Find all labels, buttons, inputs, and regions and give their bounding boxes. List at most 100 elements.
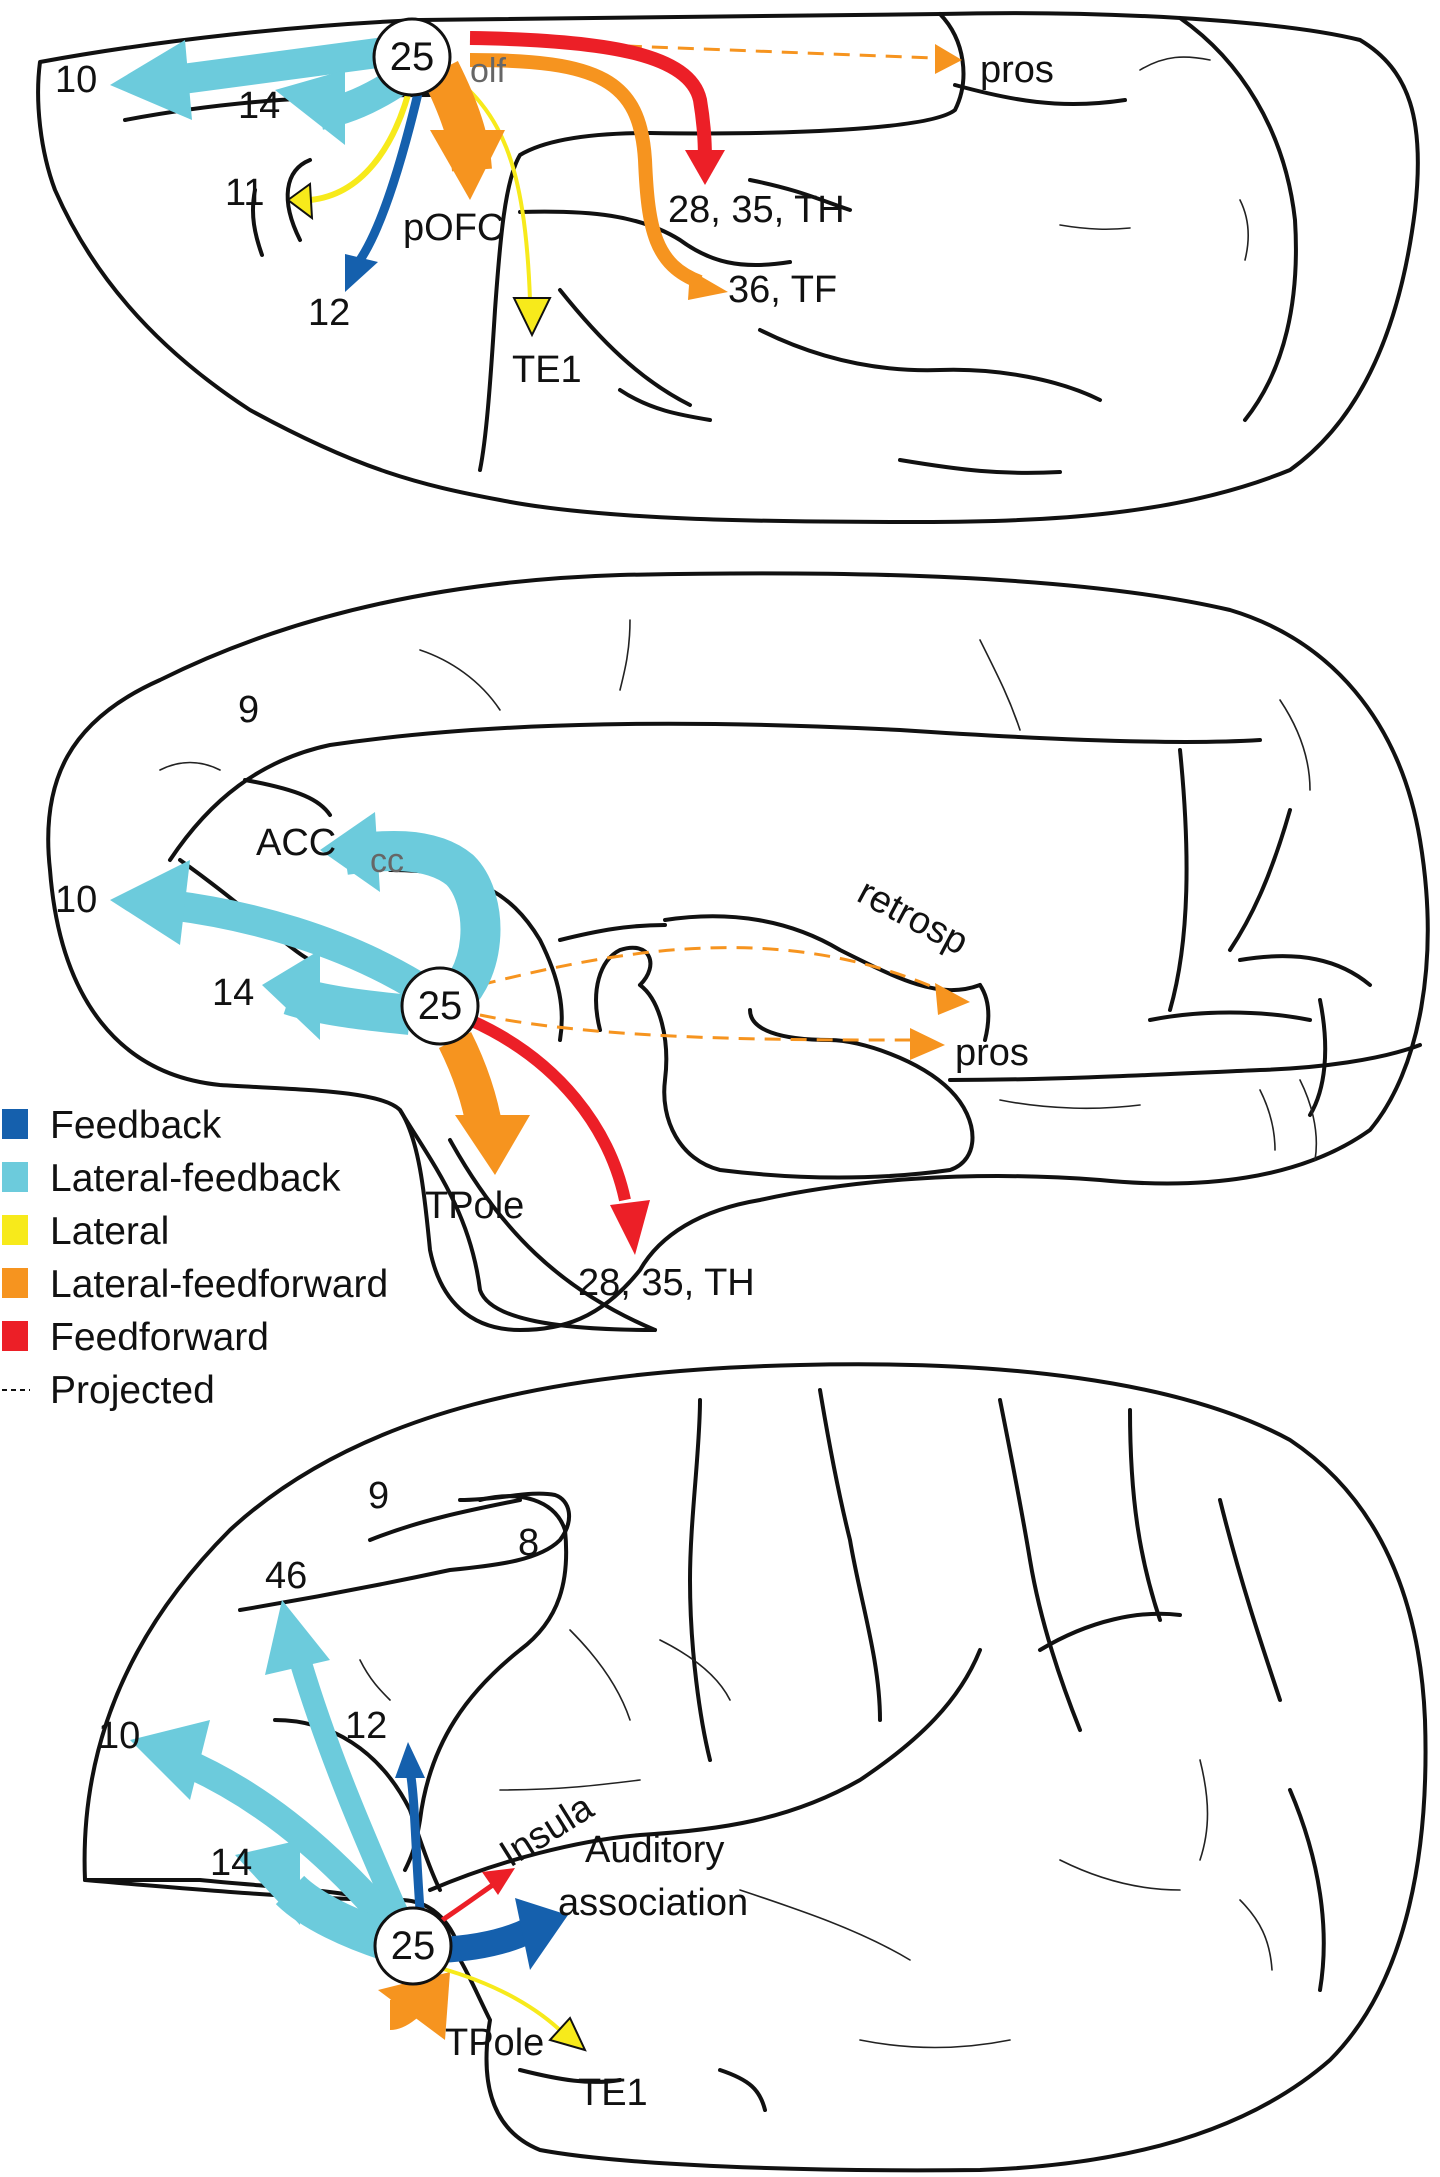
legend-item: Projected <box>2 1369 215 1412</box>
ventral-arrowhead-tf <box>688 270 728 300</box>
medial-arrowhead-pros <box>910 1028 945 1060</box>
medial-node-25: 25 <box>400 966 480 1046</box>
ventral-arrowhead-pros <box>935 44 962 74</box>
ventral-arrow-10 <box>173 37 387 95</box>
ventral-arrowhead-pofc <box>430 130 505 200</box>
lateral-arrow-insula <box>433 1877 502 1928</box>
ventral-arrowhead-te1 <box>512 297 552 338</box>
lateral-arrow-46 <box>289 1656 416 1935</box>
lateral-view: 25 9 8 46 10 12 14 Insula Auditory assoc… <box>82 1362 1428 2173</box>
medial-label-pros: pros <box>955 1032 1029 1074</box>
medial-arrow-acc <box>342 830 501 1028</box>
legend-label: Lateral <box>50 1210 169 1253</box>
legend-label: Projected <box>50 1369 215 1412</box>
lateral-arrowhead-10 <box>130 1720 210 1800</box>
medial-arrow-pros <box>479 1013 911 1042</box>
medial-arrowhead-acc <box>320 812 380 892</box>
legend-label: Feedforward <box>50 1316 269 1359</box>
lateral-label-8: 8 <box>518 1522 539 1564</box>
svg-text:25: 25 <box>390 35 435 79</box>
legend-swatch <box>2 1109 28 1139</box>
medial-label-9: 9 <box>238 689 259 731</box>
ventral-label-pros: pros <box>980 49 1054 91</box>
medial-view: 25 9 ACC cc 10 14 retrosp pros TPole 28,… <box>46 571 1430 1332</box>
medial-label-ent: 28, 35, TH <box>578 1262 755 1304</box>
ventral-brain-outline <box>36 11 1420 524</box>
medial-arrowhead-ent <box>610 1200 650 1255</box>
legend-swatch <box>2 1268 28 1298</box>
medial-arrow-retrosp <box>479 946 941 992</box>
ventral-arrows <box>110 31 962 338</box>
lateral-arrowhead-te1 <box>548 2016 587 2052</box>
ventral-arrowhead-14 <box>275 70 345 145</box>
ventral-arrow-tf <box>469 53 703 289</box>
ventral-arrow-11 <box>309 79 415 203</box>
ventral-label-olf: olf <box>470 52 506 90</box>
legend-swatch <box>2 1321 28 1351</box>
legend-item: Feedback <box>2 1104 222 1147</box>
medial-arrowhead-tpole <box>455 1115 530 1175</box>
ventral-arrowhead-10 <box>110 40 192 120</box>
legend: FeedbackLateral-feedbackLateralLateral-f… <box>2 1104 388 1412</box>
ventral-label-ent: 28, 35, TH <box>668 189 845 231</box>
legend-label: Lateral-feedback <box>50 1157 341 1200</box>
lateral-brain-outline <box>82 1362 1428 2173</box>
svg-text:25: 25 <box>391 1924 436 1968</box>
ventral-arrowhead-11 <box>286 182 314 221</box>
ventral-arrow-12 <box>356 83 425 263</box>
lateral-arrowhead-auditory <box>515 1898 568 1970</box>
lateral-label-14: 14 <box>210 1842 252 1884</box>
medial-arrows <box>110 812 970 1255</box>
ventral-arrowhead-ent <box>685 150 725 185</box>
lateral-node-25: 25 <box>373 1906 453 1986</box>
lateral-arrow-10 <box>174 1747 411 1945</box>
ventral-label-tf: 36, TF <box>728 269 837 311</box>
ventral-label-14: 14 <box>238 85 280 127</box>
lateral-arrowhead-12 <box>395 1742 425 1778</box>
lateral-arrowhead-tpole <box>378 1972 450 2040</box>
medial-label-retrosp: retrosp <box>851 871 975 964</box>
ventral-labels: 10 14 11 12 olf pOFC TE1 28, 35, TH 36, … <box>55 49 1054 391</box>
legend-item: Feedforward <box>2 1316 269 1359</box>
ventral-view: 25 10 14 11 12 olf pOFC TE1 28, 35, TH 3… <box>36 11 1420 524</box>
ventral-label-10: 10 <box>55 59 97 101</box>
ventral-arrow-ent <box>469 31 712 166</box>
ventral-label-11: 11 <box>225 172 264 214</box>
ventral-label-pofc: pOFC <box>403 207 504 249</box>
lateral-label-association: association <box>558 1882 748 1924</box>
medial-arrow-ent <box>467 1014 631 1202</box>
lateral-label-9: 9 <box>368 1475 389 1517</box>
ventral-label-te1: TE1 <box>512 349 582 391</box>
legend-item: Lateral-feedback <box>2 1157 341 1200</box>
ventral-label-12: 12 <box>308 292 350 334</box>
legend-swatch <box>2 1215 28 1245</box>
svg-text:25: 25 <box>418 984 463 1028</box>
lateral-label-12: 12 <box>345 1705 387 1747</box>
lateral-label-10: 10 <box>98 1715 140 1757</box>
medial-brain-outline <box>46 571 1430 1332</box>
medial-arrowhead-10 <box>110 860 190 945</box>
medial-label-cc: cc <box>370 842 404 880</box>
medial-label-10: 10 <box>55 879 97 921</box>
medial-arrow-10 <box>168 890 423 998</box>
legend-item: Lateral <box>2 1210 169 1253</box>
legend-item: Lateral-feedforward <box>2 1263 388 1306</box>
medial-labels: 9 ACC cc 10 14 retrosp pros TPole 28, 35… <box>55 689 1029 1304</box>
medial-label-tpole: TPole <box>425 1185 524 1227</box>
lateral-label-auditory: Auditory <box>585 1829 724 1871</box>
legend-label: Lateral-feedforward <box>50 1263 388 1306</box>
medial-arrowhead-retrosp <box>935 983 970 1015</box>
lateral-arrowhead-insula <box>482 1868 515 1895</box>
lateral-arrow-te1 <box>439 1966 567 2037</box>
medial-arrowhead-14 <box>262 950 320 1040</box>
lateral-arrowhead-14 <box>235 1840 300 1925</box>
legend-swatch <box>2 1162 28 1192</box>
lateral-label-tpole: TPole <box>445 2022 544 2064</box>
lateral-arrowhead-46 <box>265 1600 330 1675</box>
medial-label-14: 14 <box>212 972 254 1014</box>
ventral-node-25: 25 <box>372 17 452 97</box>
lateral-label-46: 46 <box>265 1555 307 1597</box>
legend-label: Feedback <box>50 1104 222 1147</box>
ventral-arrowhead-12 <box>345 254 378 292</box>
